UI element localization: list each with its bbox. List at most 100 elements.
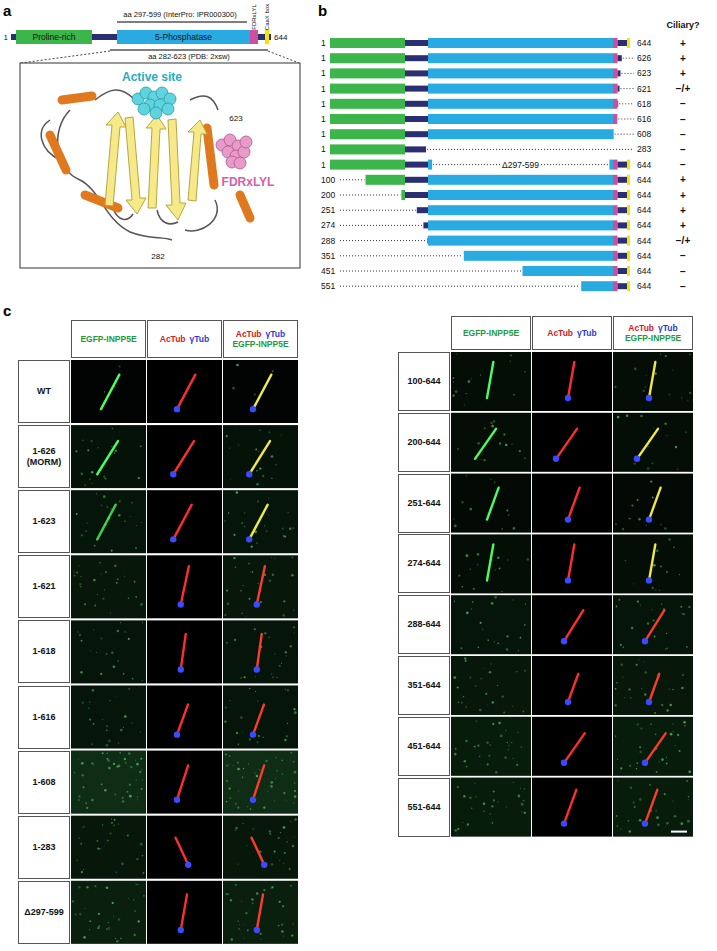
micrograph [254,393,256,395]
micrograph [277,677,278,678]
row-label: WT [18,360,70,423]
micrograph [78,886,81,889]
domain-segment [627,220,630,230]
micrograph [613,778,693,837]
micrograph [642,820,648,826]
micrograph [484,427,486,429]
micrograph [257,582,259,584]
micrograph [229,797,231,799]
micrograph [104,478,106,480]
micrograph [285,651,287,653]
micrograph [259,769,260,770]
missing-region [427,149,634,150]
micrograph [120,622,121,623]
micrograph [259,429,261,431]
micrograph [177,705,188,735]
micrograph [613,717,693,776]
micrograph [85,802,87,804]
ciliary-call: − [680,250,686,261]
domain-segment [618,40,628,46]
micrograph [264,525,265,526]
micrograph [125,762,127,764]
micrograph [223,751,298,814]
node-text: 1-616 [32,712,55,723]
micrograph [147,490,222,553]
micrograph [469,508,472,511]
micrograph [511,742,513,744]
micrograph [223,686,298,749]
micrograph [147,490,222,553]
domain-segment [613,99,618,109]
micrograph [257,566,265,604]
micrograph [649,784,651,786]
micrograph [268,498,269,499]
construct-bar [340,205,630,215]
micrograph [524,788,525,789]
micrograph [226,589,228,591]
micrograph [226,642,228,644]
micrograph [504,756,507,759]
micrograph [672,800,673,801]
micrograph [286,735,288,737]
micrograph [453,676,456,679]
micrograph [645,386,647,388]
micrograph [617,759,618,760]
micrograph [229,700,230,701]
micrograph [243,938,244,939]
micrograph [84,826,86,828]
micrograph [487,488,499,520]
micrograph [613,778,693,837]
domain-segment [523,266,614,276]
micrograph [105,571,107,573]
micrograph [123,727,124,728]
micrograph [510,355,512,357]
micrograph [294,782,296,784]
micrograph [621,664,623,666]
micrograph [83,936,86,939]
micrograph [108,767,111,770]
micrograph [613,534,693,593]
micrograph [656,771,658,773]
site-label: Active site [122,70,182,84]
micrograph [451,534,531,593]
micrograph [264,632,267,635]
construct-bar [340,281,630,291]
motif-atoms [216,134,252,169]
end-residue: 644 [637,205,651,215]
micrograph [226,764,229,767]
micrograph [645,610,664,641]
micrograph [517,732,518,733]
micrograph [71,620,146,683]
micrograph [487,544,493,580]
micrograph [639,746,641,748]
micrograph [274,653,275,654]
micrograph [261,862,267,868]
micrograph [510,360,511,361]
micrograph [238,790,239,791]
micrograph [247,806,248,807]
micrograph [104,391,105,392]
domain-segment [464,251,613,261]
micrograph [564,790,576,824]
micrograph [482,629,483,630]
micrograph [460,647,462,649]
structure-loop [41,90,218,240]
micrograph [489,813,490,814]
micrograph [275,464,276,465]
micrograph [76,571,78,573]
column-header: AcTubγTub [532,316,612,350]
micrograph [666,757,667,758]
missing-region [340,286,580,287]
domain-segment [405,101,428,107]
micrograph [501,591,502,592]
micrograph [679,574,680,575]
ciliary-call: − [680,144,686,155]
micrograph [613,656,693,715]
node-text: Proline-rich [33,32,76,42]
micrograph [133,899,134,900]
micrograph [287,689,289,691]
micrograph [113,665,116,668]
micrograph [116,872,117,873]
micrograph [241,901,242,902]
domain-segment [618,162,628,168]
